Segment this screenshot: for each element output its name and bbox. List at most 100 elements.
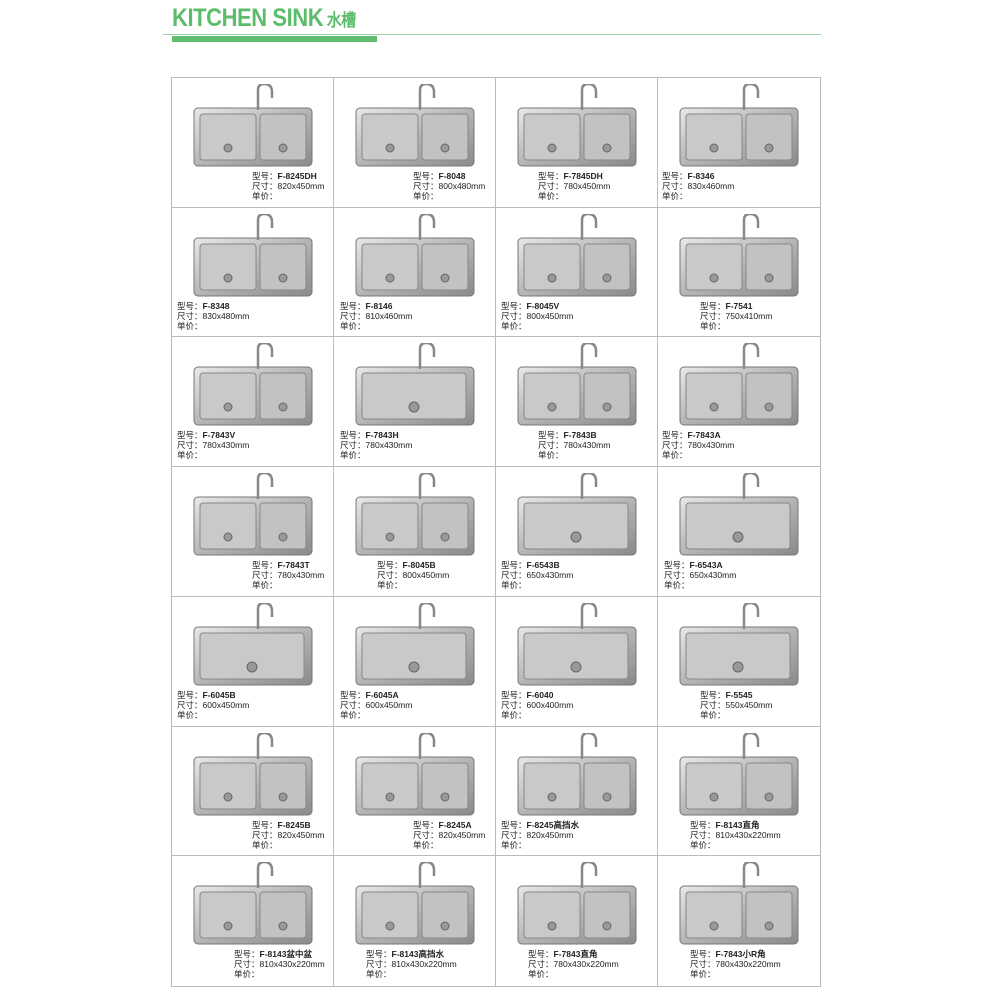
size-line: 尺寸：600x450mm [177,700,249,710]
model-value: F-8348 [202,300,230,311]
size-label: 尺寸： [340,440,366,451]
product-info: 型号：F-5545 尺寸：550x450mm 单价： [700,690,772,720]
product-card: 型号：F-8143盆中盆 尺寸：810x430x220mm 单价： [172,856,334,986]
sink-image [355,602,475,686]
sink-image [679,473,799,556]
sink-image [355,473,475,556]
size-label: 尺寸： [662,181,688,191]
model-line: 型号：F-6045A [340,690,412,700]
model-label: 型号： [501,689,527,700]
price-label: 单价： [690,969,716,980]
product-info: 型号：F-8045B 尺寸：800x450mm 单价： [377,560,449,590]
product-card: 型号：F-7843H 尺寸：780x430mm 单价： [334,337,496,468]
size-value: 780x430mm [365,440,413,451]
product-card: 型号：F-5545 尺寸：550x450mm 单价： [658,597,820,727]
sink-image [517,602,637,686]
sink-image [517,862,637,945]
size-line: 尺寸：800x450mm [377,570,449,580]
model-value: F-6040 [526,689,554,700]
product-card: 型号：F-6045B 尺寸：600x450mm 单价： [172,596,334,727]
price-line: 单价： [690,840,781,850]
model-label: 型号： [340,430,366,441]
size-line: 尺寸：550x450mm [700,700,772,710]
size-line: 尺寸：800x480mm [413,181,485,191]
model-label: 型号： [340,300,366,311]
product-card: 型号：F-8146 尺寸：810x460mm 单价： [334,207,496,338]
model-line: 型号：F-6040 [501,690,573,700]
product-card: 型号：F-7843B 尺寸：780x430mm 单价： [496,337,658,468]
sink-image [679,862,799,945]
size-label: 尺寸： [528,959,554,970]
product-info: 型号：F-7845DH 尺寸：780x450mm 单价： [538,171,610,201]
product-info: 型号：F-7541 尺寸：750x410mm 单价： [700,301,772,331]
size-value: 650x430mm [689,570,737,581]
price-line: 单价： [234,969,325,979]
model-label: 型号： [377,560,403,571]
model-line: 型号：F-7843直角 [528,949,619,959]
price-label: 单价： [177,320,203,331]
model-line: 型号：F-7843H [340,430,412,440]
product-info: 型号：F-8045V 尺寸：800x450mm 单价： [501,301,573,331]
model-label: 型号： [700,689,726,700]
model-line: 型号：F-8146 [340,301,412,311]
model-line: 型号：F-8346 [662,171,734,181]
price-label: 单价： [501,709,527,720]
title-cn: 水槽 [326,11,356,30]
price-label: 单价： [177,709,203,720]
price-label: 单价： [528,969,554,980]
size-value: 830x460mm [687,181,735,191]
size-label: 尺寸： [501,699,527,710]
header-divider [163,34,821,35]
product-info: 型号：F-6040 尺寸：600x400mm 单价： [501,690,573,720]
price-line: 单价： [501,840,579,850]
model-value: F-7843直角 [553,949,598,960]
sink-image [355,343,475,426]
product-info: 型号：F-6543B 尺寸：650x430mm 单价： [501,560,573,590]
model-line: 型号：F-7845DH [538,171,610,181]
product-card: 型号：F-7843T 尺寸：780x430mm 单价： [172,467,334,597]
product-grid: 型号：F-8245DH 尺寸：820x450mm 单价： 型号：F-8048 尺… [171,77,821,987]
size-value: 550x450mm [725,699,773,710]
product-card: 型号：F-8245DH 尺寸：820x450mm 单价： [172,78,334,208]
size-value: 780x430mm [277,570,325,581]
size-label: 尺寸： [177,699,203,710]
price-label: 单价： [700,709,726,720]
price-line: 单价： [177,321,249,331]
size-label: 尺寸： [177,310,203,321]
price-line: 单价： [662,450,734,460]
size-label: 尺寸： [252,829,278,840]
model-value: F-6543B [526,560,560,571]
model-value: F-7541 [725,300,753,311]
title-en: KITCHEN SINK [172,4,324,32]
sink-image [355,84,475,167]
price-line: 单价： [340,710,412,720]
price-line: 单价： [528,969,619,979]
model-value: F-8245B [277,819,311,830]
model-label: 型号： [413,819,439,830]
model-value: F-6045A [365,689,399,700]
size-line: 尺寸：820x450mm [252,181,324,191]
sink-image [193,84,313,167]
size-label: 尺寸： [366,959,392,970]
sink-image [193,473,313,556]
size-label: 尺寸： [501,570,527,581]
model-line: 型号：F-8045B [377,560,449,570]
model-line: 型号：F-6045B [177,690,249,700]
size-line: 尺寸：650x430mm [664,570,736,580]
model-value: F-8245A [438,819,472,830]
product-card: 型号：F-6543A 尺寸：650x430mm 单价： [658,467,820,597]
sink-image [517,343,637,426]
price-label: 单价： [538,450,564,461]
size-line: 尺寸：750x410mm [700,311,772,321]
price-line: 单价： [413,191,485,201]
model-label: 型号： [690,819,716,830]
product-card: 型号：F-7843A 尺寸：780x430mm 单价： [658,337,820,468]
size-value: 800x450mm [526,310,574,321]
size-label: 尺寸： [340,699,366,710]
price-line: 单价： [501,321,573,331]
product-info: 型号：F-8143高挡水 尺寸：810x430x220mm 单价： [366,949,457,979]
price-label: 单价： [501,580,527,591]
model-label: 型号： [234,949,260,960]
model-value: F-5545 [725,689,753,700]
price-label: 单价： [664,580,690,591]
